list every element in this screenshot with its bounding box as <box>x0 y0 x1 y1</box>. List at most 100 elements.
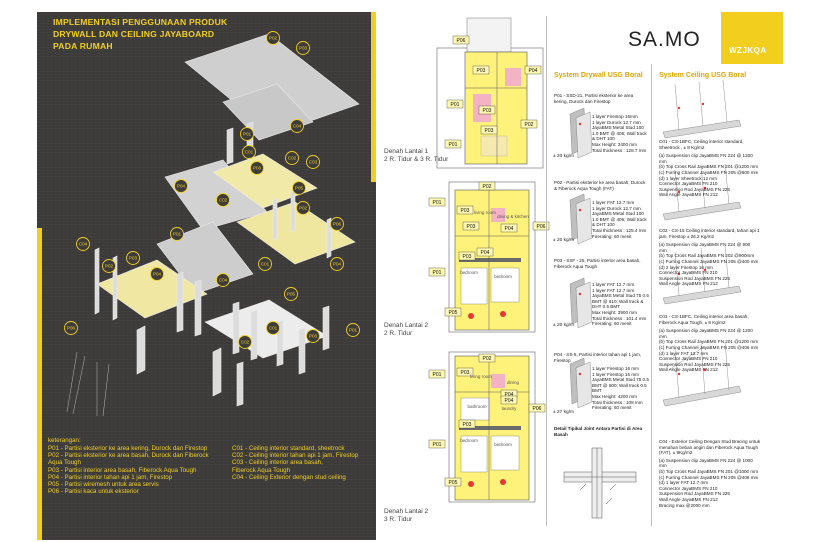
legend-item: P04 - Partisi interior tahan api 1 jam, … <box>48 473 173 481</box>
legend-item: P02 - Partisi eksterior ke area basah, D… <box>48 452 209 460</box>
plan-tag: P03 <box>480 125 498 135</box>
tag-label: C02 <box>288 156 297 161</box>
plan-tag-label: P06 <box>537 224 546 230</box>
tag-marker: C04 <box>216 273 230 287</box>
ceiling-c03-title: C03 - CS-1BFC, Ceiling interior area bas… <box>659 314 749 325</box>
plan-tag-label: P01 <box>433 442 442 448</box>
ceiling-c02-title: C02 - CS-15 Ceiling interior standard, t… <box>659 228 760 239</box>
tag-marker: P02 <box>266 31 280 45</box>
tag-marker: P01 <box>346 323 360 337</box>
joint-detail-drawing <box>563 447 637 519</box>
joint-detail-title: Detail Tipikal Joint Antara Partisi di A… <box>554 426 643 437</box>
tag-label: C04 <box>293 124 302 129</box>
tag-label: C01 <box>245 150 254 155</box>
plan-tag: P01 <box>446 99 464 109</box>
tag-label: P01 <box>173 232 182 237</box>
plan-tag: P03 <box>472 65 490 75</box>
tag-label: P04 <box>153 272 162 277</box>
plan-tag: P03 <box>462 221 480 231</box>
ceiling-c03: C03 - CS-1BFC, Ceiling interior area bas… <box>659 314 764 373</box>
plan-tag: P05 <box>444 307 462 317</box>
plan-tag: P01 <box>444 139 462 149</box>
plan-tag: P05 <box>444 477 462 487</box>
legend-item: P01 - Partisi eksterior ke area kering, … <box>48 445 208 452</box>
tag-label: P02 <box>269 36 278 41</box>
tag-marker: C02 <box>285 151 299 165</box>
tag-label: P03 <box>299 46 308 51</box>
plan-tag-label: P05 <box>449 480 458 486</box>
ceiling-c04-title: C04 - Exterior Ceiling Dengan Stud Braci… <box>659 439 761 456</box>
plan-tag-label: P04 <box>505 392 514 398</box>
tag-marker: C03 <box>306 155 320 169</box>
plan-tag-label: P06 <box>533 406 542 412</box>
plan-tag: P04 <box>500 223 518 233</box>
tag-label: P02 <box>299 206 308 211</box>
plan-tag: P04 <box>476 247 494 257</box>
drywall-p02-title: P02 - Partisi eksterior ke area basah, D… <box>554 180 646 191</box>
plan-tag: P03 <box>458 419 476 429</box>
legend-ceilings: C01 - Ceiling interior standard, sheetro… <box>232 445 358 481</box>
tag-label: C03 <box>309 160 318 165</box>
tag-label: C04 <box>219 278 228 283</box>
tag-label: P04 <box>333 262 342 267</box>
brand-sub: WZJKQA <box>729 46 767 55</box>
tag-marker: C01 <box>258 257 272 271</box>
separator <box>651 64 652 526</box>
plan-tag-label: P04 <box>505 398 514 404</box>
tag-label: P04 <box>177 184 186 189</box>
room-label: bedroom <box>460 270 478 275</box>
drywall-sections <box>569 107 593 409</box>
tag-label: P03 <box>253 166 262 171</box>
tag-marker: P03 <box>126 251 140 265</box>
tag-marker: P01 <box>240 127 254 141</box>
tag-label: P06 <box>333 222 342 227</box>
ceiling-c02: C02 - CS-15 Ceiling interior standard, t… <box>659 228 764 287</box>
ceiling-c01: C01 - CS-1BFC, Ceiling interior standard… <box>659 139 764 198</box>
room-label: laundry <box>502 406 518 411</box>
tag-marker: P04 <box>150 267 164 281</box>
plan-tag-label: P01 <box>433 200 442 206</box>
legend-item: C02 - Ceiling interior tahan api 1 jam, … <box>232 452 359 460</box>
plan-tag-label: P02 <box>525 122 534 128</box>
legend-item: P03 - Partisi interior area basah, Fiber… <box>48 466 197 474</box>
separator <box>546 16 547 526</box>
plan-tag-label: P01 <box>433 372 442 378</box>
isometric-exploded-house: P02P03P01C04C01C02P04P03C03C02P02P05P06C… <box>64 31 360 417</box>
tag-marker: C02 <box>238 335 252 349</box>
plan-tag: P04 <box>524 65 542 75</box>
legend-item: Fiberock Aqua Tough <box>232 466 291 474</box>
brand-box <box>721 12 783 64</box>
plan-tag-label: P03 <box>463 422 472 428</box>
plan-tag-label: P06 <box>457 38 466 44</box>
tag-marker: P01 <box>170 227 184 241</box>
room-label: living room <box>474 210 496 215</box>
plan-tag-label: P03 <box>463 254 472 260</box>
legend-item: C03 - Ceiling interior area basah, <box>232 459 323 467</box>
tag-marker: P03 <box>296 41 310 55</box>
drywall-p03-weight: ± 20 kg/m <box>553 323 575 328</box>
legend-item: P06 - Partisi kaca untuk eksterior <box>48 488 139 496</box>
drywall-p03-title: P03 - SSF - 25, Partisi interior area ba… <box>554 258 641 269</box>
tag-label: P06 <box>67 326 76 331</box>
tag-label: P03 <box>129 256 138 261</box>
plan-tag: P01 <box>428 369 446 379</box>
drywall-p02-weight: ± 20 kg/m <box>553 238 575 243</box>
plan-tag: P03 <box>478 105 496 115</box>
plan-tag: P06 <box>532 221 550 231</box>
ceiling-sections <box>662 79 742 407</box>
plan-tag-label: P04 <box>505 226 514 232</box>
tag-marker: P04 <box>174 179 188 193</box>
room-label: bedroom <box>494 442 512 447</box>
plan-tag: P02 <box>478 353 496 363</box>
tag-label: C01 <box>269 326 278 331</box>
legend-item: C04 - Ceiling Exterior dengan stud ceili… <box>232 473 346 481</box>
tag-label: C02 <box>219 198 228 203</box>
tag-marker: C01 <box>266 321 280 335</box>
plan-tag-label: P03 <box>461 208 470 214</box>
plan-tag: P03 <box>458 251 476 261</box>
drywall-p04-title: P04 - SS-5, Partisi interior tahan api 1… <box>554 352 642 363</box>
